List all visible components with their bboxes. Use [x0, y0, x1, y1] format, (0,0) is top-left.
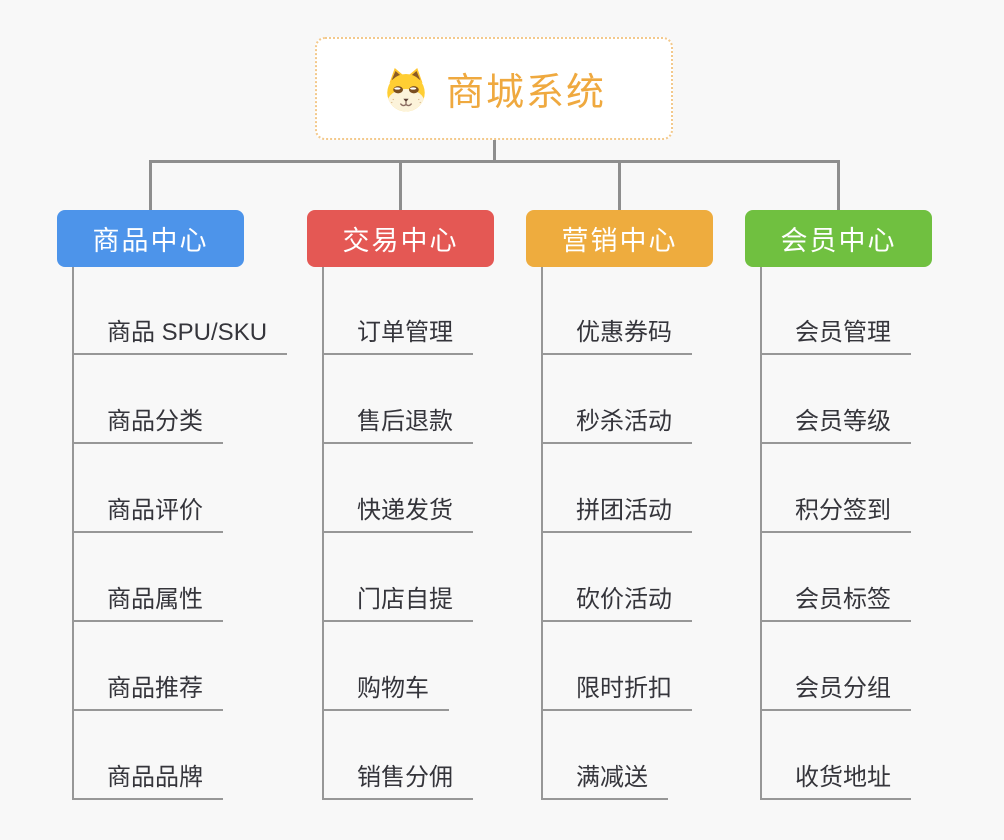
child-node[interactable]: 限时折扣 [542, 673, 692, 711]
child-node[interactable]: 秒杀活动 [542, 406, 692, 444]
branch-node[interactable]: 商品中心 [57, 210, 244, 267]
child-trunk-line [541, 267, 543, 800]
branch-label: 会员中心 [780, 226, 897, 256]
root-node[interactable]: 商城系统 [315, 37, 673, 140]
child-node[interactable]: 会员标签 [761, 584, 911, 622]
child-node[interactable]: 会员等级 [761, 406, 911, 444]
child-trunk-line [322, 267, 324, 800]
branch-label: 商品中心 [92, 226, 209, 256]
shiba-dog-icon [382, 65, 430, 113]
child-node[interactable]: 商品分类 [73, 406, 223, 444]
bus-connector-line [149, 160, 840, 163]
branch-node[interactable]: 会员中心 [745, 210, 932, 267]
child-node[interactable]: 购物车 [323, 673, 449, 711]
branch-node[interactable]: 交易中心 [307, 210, 494, 267]
child-node[interactable]: 会员分组 [761, 673, 911, 711]
child-node[interactable]: 满减送 [542, 762, 668, 800]
child-node[interactable]: 商品属性 [73, 584, 223, 622]
child-trunk-line [72, 267, 74, 800]
child-node[interactable]: 积分签到 [761, 495, 911, 533]
child-node[interactable]: 快递发货 [323, 495, 473, 533]
child-node[interactable]: 拼团活动 [542, 495, 692, 533]
child-node[interactable]: 门店自提 [323, 584, 473, 622]
child-node[interactable]: 商品 SPU/SKU [73, 317, 288, 355]
child-node[interactable]: 优惠券码 [542, 317, 692, 355]
child-node[interactable]: 订单管理 [323, 317, 473, 355]
branch-label: 交易中心 [342, 226, 459, 256]
child-node[interactable]: 商品推荐 [73, 673, 223, 711]
branch-connector-line [618, 163, 621, 210]
branch-label: 营销中心 [561, 226, 678, 256]
child-node[interactable]: 商品评价 [73, 495, 223, 533]
child-node[interactable]: 售后退款 [323, 406, 473, 444]
root-connector-line [492, 140, 496, 160]
branch-connector-line [399, 163, 402, 210]
child-node[interactable]: 商品品牌 [73, 762, 223, 800]
child-node[interactable]: 收货地址 [761, 762, 911, 800]
root-title: 商城系统 [445, 72, 606, 114]
child-trunk-line [760, 267, 762, 800]
branch-node[interactable]: 营销中心 [526, 210, 713, 267]
branch-connector-line [149, 163, 152, 210]
child-node[interactable]: 销售分佣 [323, 762, 473, 800]
child-node[interactable]: 会员管理 [761, 317, 911, 355]
child-node[interactable]: 砍价活动 [542, 584, 692, 622]
branch-connector-line [837, 163, 840, 210]
